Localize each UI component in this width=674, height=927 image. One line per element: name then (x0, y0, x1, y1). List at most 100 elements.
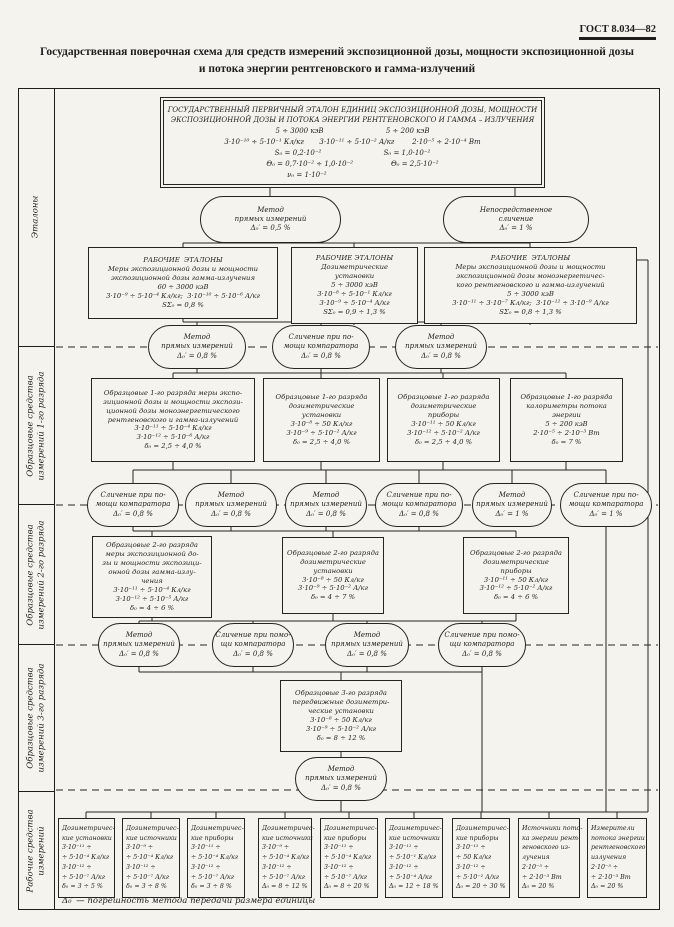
node-text-line: ÷ 5·10⁻⁷ А/кг (62, 873, 105, 881)
section-cell-razryad-1: Образцовые средства измерений 1-го разря… (18, 347, 55, 505)
node-text-line: δ₀ = 4 ÷ 6 % (493, 593, 539, 602)
section-cell-etalony: Эталоны (18, 88, 55, 347)
node-r11: Образцовые 1-го разряда меры экспо-зицио… (91, 378, 255, 462)
node-text-line: Дозиметричес- (62, 824, 115, 832)
node-text-line: дозиметрические (288, 402, 355, 411)
node-text-line: прямых измерений (234, 214, 307, 223)
node-text-line: 3·10⁻⁸ ÷ 5·10⁻¹ Кл/кг (317, 289, 392, 298)
node-text-line: 3·10⁻¹¹ ÷ 5·10⁻⁴ Кл/кг (113, 585, 191, 594)
node-text-line: 3·10⁻⁹ ÷ (262, 844, 290, 852)
node-text-line: δ₀ = 2,5 ÷ 4,0 % (292, 437, 351, 446)
node-text-line: 3·10⁻¹² ÷ (262, 863, 292, 871)
node-text-line: 3·10⁻¹¹ ÷ 50 Кл/кг (411, 420, 476, 428)
node-text-line: Δ₀′ = 0,5 % (250, 224, 291, 233)
node-text-line: кие установки (62, 834, 112, 842)
section-label: Рабочие средства измерений (25, 809, 46, 893)
node-text-line: Δ₀ = 8 ÷ 12 % (262, 883, 308, 891)
node-text-line: рентгеновского и гамма-излучений (107, 415, 239, 424)
node-text-line: кого рентгеновского и гамма-излучений (456, 281, 605, 290)
node-text-line: кие приборы (456, 834, 499, 842)
node-text-line: дозиметрические (300, 557, 366, 566)
node-text-line: Метод (427, 333, 455, 342)
node-text-line: 3·10⁻¹¹ ÷ (456, 844, 486, 852)
node-text-line: кие приборы (324, 834, 367, 842)
node-text-line: Дозиметрические (320, 263, 389, 272)
node-text-line: 3·10⁻¹¹ ÷ (62, 844, 92, 852)
node-text-line: потока энергии (591, 834, 645, 842)
node-text-line: ÷ 5·10⁻⁷ А/кг (191, 873, 234, 881)
node-text-line: 3·10⁻¹⁰ ÷ 5·10⁻¹ Кл/кг 3·10⁻¹¹ ÷ 5·10⁻² … (224, 138, 481, 147)
section-cell-razryad-2: Образцовые средства измерений 2-го разря… (18, 505, 55, 645)
node-text-line: Δ₀ = 8 ÷ 20 % (324, 883, 370, 891)
node-text-line: Δ₀ = 20 ÷ 30 % (456, 883, 506, 891)
node-text-line: Непосредственное (479, 205, 553, 214)
page-title: Государственная поверочная схема для сре… (40, 46, 634, 76)
node-text-line: δ₀ = 8 ÷ 12 % (316, 733, 366, 742)
node-text-line: 3·10⁻⁸ ÷ 50 Кл/кг (290, 420, 353, 428)
node-text-line: Образцовые 2-го разряда (287, 548, 379, 557)
node-text-line: ÷ 5·10⁻⁷ А/кг (126, 873, 169, 881)
node-text-line: дозиметрические (410, 402, 477, 411)
node-text-line: Метод (498, 491, 526, 500)
section-label: Образцовые средства измерений 3-го разря… (25, 663, 46, 773)
node-text-line: δ₀ = 3 ÷ 8 % (191, 883, 232, 891)
node-text-line: установки (334, 272, 375, 281)
node-text-line: 3·10⁻¹² ÷ (324, 863, 354, 871)
node-text-line: калориметры потока (526, 402, 607, 411)
node-text-line: 3·10⁻¹² ÷ 5·10⁻² А/кг (407, 428, 480, 437)
node-text-line: Δ₀′ = 0,8 % (113, 509, 153, 518)
node-text-line: 3·10⁻¹² ÷ (191, 863, 221, 871)
node-text-line: 3·10⁻¹² ÷ (62, 863, 92, 871)
footnote: Δ₀′ — погрешность метода передачи размер… (62, 896, 316, 906)
node-w1: Дозиметричес-кие установки 3·10⁻¹¹ ÷ ÷ 5·1… (58, 818, 115, 898)
node-text-line: 3·10⁻⁸ ÷ 50 Кл/кг (310, 716, 372, 724)
node-text-line: Метод (257, 205, 284, 214)
node-text-line: Δ₀′ = 0,8 % (119, 649, 159, 658)
node-text-line: РАБОЧИЕ ЭТАЛОНЫ (490, 254, 571, 263)
node-text-line: мощи компаратора (95, 500, 171, 509)
node-text-line: 3·10⁻¹¹ ÷ 3·10⁻⁷ Кл/кг; 3·10⁻¹² ÷ 3·10⁻⁹… (452, 298, 609, 307)
node-text-line: δ₀ = 2,5 ÷ 4,0 % (144, 442, 202, 451)
node-text-line: 2·10⁻⁵ ÷ (522, 863, 550, 871)
node-text-line: ÷ 2·10⁻³ Вт (591, 873, 631, 881)
node-text-line: Δ₀ = 20 % (522, 883, 555, 891)
node-text-line: установки (313, 566, 353, 575)
node-text-line: 3·10⁻¹² ÷ 5·10⁻⁶ А/кг (136, 433, 210, 442)
node-text-line: 3·10⁻¹¹ ÷ (324, 844, 354, 852)
node-text-line: кие источники (389, 834, 440, 842)
node-text-line: 5 ÷ 3000 кэВ 5 ÷ 200 кэВ (275, 127, 430, 136)
node-text-line: Сличение при по- (573, 491, 639, 500)
node-text-line: 5 ÷ 3000 кэВ (507, 289, 554, 298)
node-text-line: 3·10⁻⁹ ÷ (126, 844, 154, 852)
node-text-line: зы и мощности экспозици- (102, 559, 202, 568)
node-text-line: Метод (327, 765, 355, 774)
node-text-line: Метод (217, 491, 245, 500)
section-label: Образцовые средства измерений 2-го разря… (25, 520, 46, 629)
node-text-line: ÷ 5·10⁻⁷ А/кг (262, 873, 305, 881)
node-text-line: Метод (312, 491, 340, 500)
node-text-line: ÷ 5·10⁻⁷ А/кг (324, 873, 367, 881)
node-text-line: Образцовые 1-го разряда (275, 393, 368, 402)
node-text-line: чения (141, 577, 163, 585)
node-text-line: Образцовые 1-го разряда (397, 393, 490, 402)
node-text-line: 3·10⁻¹¹ ÷ (389, 844, 419, 852)
node-text-line: приборы (500, 566, 532, 575)
node-text-line: ГОСУДАРСТВЕННЫЙ ПЕРВИЧНЫЙ ЭТАЛОН ЕДИНИЦ … (167, 105, 538, 114)
node-text-line: передвижные дозиметри- (292, 698, 390, 707)
node-text-line: Сличение при по- (100, 491, 166, 500)
node-text-line: 2·10⁻⁵ ÷ 2·10⁻³ Вт (533, 428, 600, 437)
